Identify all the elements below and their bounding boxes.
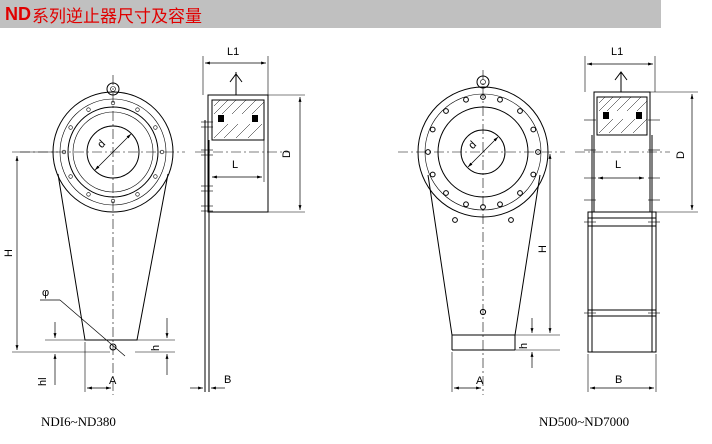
label-L1-right: L1 (611, 46, 623, 58)
label-H: H (3, 249, 15, 257)
label-d: d (95, 138, 108, 151)
torque-arm (427, 174, 541, 350)
torque-arm (57, 173, 169, 341)
bolt-holes (61, 100, 165, 204)
title-text: 系列逆止器尺寸及容量 (32, 6, 202, 27)
label-B: B (224, 374, 231, 386)
label-L1: L1 (227, 46, 239, 58)
side-housing-outline (207, 94, 269, 213)
left-front-view (12, 75, 185, 395)
torque-arm-frame (587, 211, 657, 353)
label-A-right: A (476, 375, 484, 387)
right-front-view (398, 70, 565, 395)
bore-diameter-arrow (467, 136, 499, 168)
right-side-view (575, 56, 698, 392)
label-h-right: h (518, 343, 530, 349)
bore-diameter-arrow (94, 133, 132, 171)
label-phi: φ (42, 287, 49, 299)
label-D: D (281, 150, 293, 158)
sprag-element (218, 115, 224, 122)
bearing-section (596, 96, 648, 136)
left-figure-caption: NDI6~ND380 (41, 414, 116, 429)
phi-leader-line (59, 299, 126, 357)
label-D-right: D (675, 151, 687, 159)
label-B-right: B (615, 374, 622, 386)
title-prefix: ND (5, 3, 31, 24)
right-figure-caption: ND500~ND7000 (539, 414, 630, 429)
label-hl: hl (37, 377, 49, 386)
label-L: L (232, 159, 238, 171)
anchor-pin (109, 343, 117, 351)
label-d-right: d (466, 139, 479, 152)
label-L-right: L (615, 159, 621, 171)
label-A: A (109, 375, 117, 387)
label-h: h (150, 345, 162, 351)
left-side-view (190, 56, 305, 392)
bearing-section (211, 99, 265, 141)
label-H-right: H (537, 245, 549, 253)
